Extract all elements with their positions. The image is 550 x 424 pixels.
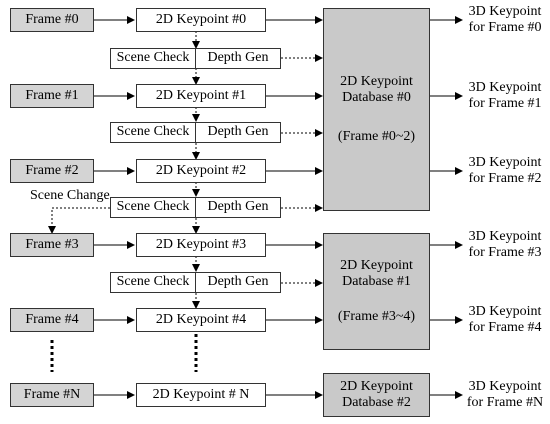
keypoint-box-n: 2D Keypoint # N: [136, 383, 266, 407]
depth-gen-box-3: Depth Gen: [195, 272, 281, 293]
scene-change-label: Scene Change: [30, 188, 110, 203]
output-line1: 3D Keypoint: [468, 304, 542, 319]
depth-gen-box-2: Depth Gen: [195, 197, 281, 218]
keypoint-label: 2D Keypoint #0: [155, 11, 247, 27]
output-line2: for Frame #2: [468, 171, 542, 187]
scene-check-label: Scene Check: [116, 199, 190, 215]
keypoint-box-1: 2D Keypoint #1: [136, 84, 266, 108]
output-label-0: 3D Keypoint for Frame #0: [462, 4, 548, 36]
scene-check-label: Scene Check: [116, 124, 190, 140]
scene-check-label: Scene Check: [116, 274, 190, 290]
output-label-4: 3D Keypoint for Frame #4: [462, 304, 548, 336]
database-title-line1: 2D Keypoint: [340, 74, 413, 90]
output-line2: for Frame #4: [468, 320, 542, 336]
depth-gen-label: Depth Gen: [207, 50, 269, 66]
depth-gen-label: Depth Gen: [207, 124, 269, 140]
frame-label: Frame #2: [25, 162, 79, 178]
output-line1: 3D Keypoint: [468, 155, 542, 170]
keypoint-label: 2D Keypoint #1: [155, 87, 247, 103]
frame-box-3: Frame #3: [10, 233, 94, 257]
database-title-line2: Database #1: [342, 274, 411, 290]
database-title-line1: 2D Keypoint: [340, 378, 413, 394]
output-line1: 3D Keypoint: [468, 229, 542, 244]
keypoint-label: 2D Keypoint #4: [155, 311, 247, 327]
database-box-1: 2D Keypoint Database #1 (Frame #3~4): [323, 233, 430, 350]
keypoint-box-2: 2D Keypoint #2: [136, 159, 266, 183]
frame-box-0: Frame #0: [10, 8, 94, 32]
keypoint-box-3: 2D Keypoint #3: [136, 233, 266, 257]
database-box-2: 2D Keypoint Database #2: [323, 373, 430, 417]
frame-box-4: Frame #4: [10, 308, 94, 332]
output-label-1: 3D Keypoint for Frame #1: [462, 80, 548, 112]
output-line2: for Frame #1: [468, 96, 542, 112]
database-box-0: 2D Keypoint Database #0 (Frame #0~2): [323, 8, 430, 211]
database-range: (Frame #0~2): [337, 128, 416, 144]
depth-gen-label: Depth Gen: [207, 199, 269, 215]
database-title-line1: 2D Keypoint: [340, 258, 413, 274]
scene-change-path: [48, 207, 110, 234]
output-line2: for Frame #0: [468, 20, 542, 36]
scene-check-box-2: Scene Check: [110, 197, 196, 218]
keypoint-box-4: 2D Keypoint #4: [136, 308, 266, 332]
output-line2: for Frame #N: [466, 395, 544, 411]
scene-check-box-1: Scene Check: [110, 122, 196, 143]
frame-label: Frame #0: [25, 11, 79, 27]
database-title-line2: Database #0: [342, 90, 411, 106]
frame-box-2: Frame #2: [10, 159, 94, 183]
keypoint-label: 2D Keypoint # N: [152, 386, 250, 402]
scene-check-box-0: Scene Check: [110, 48, 196, 69]
scene-check-label: Scene Check: [116, 50, 190, 66]
frame-label: Frame #4: [25, 311, 79, 327]
keypoint-box-0: 2D Keypoint #0: [136, 8, 266, 32]
depth-gen-box-1: Depth Gen: [195, 122, 281, 143]
output-line1: 3D Keypoint: [468, 80, 542, 95]
output-label-3: 3D Keypoint for Frame #3: [462, 229, 548, 261]
output-line1: 3D Keypoint: [468, 379, 542, 394]
keypoint-label: 2D Keypoint #2: [155, 162, 247, 178]
frame-label: Frame #3: [25, 236, 79, 252]
output-line1: 3D Keypoint: [468, 4, 542, 19]
frame-box-n: Frame #N: [10, 383, 94, 407]
keypoint-label: 2D Keypoint #3: [155, 236, 247, 252]
database-range: (Frame #3~4): [337, 308, 416, 324]
output-line2: for Frame #3: [468, 245, 542, 261]
depth-gen-box-0: Depth Gen: [195, 48, 281, 69]
frame-box-1: Frame #1: [10, 84, 94, 108]
frame-label: Frame #1: [25, 87, 79, 103]
depth-gen-label: Depth Gen: [207, 274, 269, 290]
scene-check-box-3: Scene Check: [110, 272, 196, 293]
frame-label: Frame #N: [23, 386, 81, 402]
output-label-2: 3D Keypoint for Frame #2: [462, 155, 548, 187]
database-title-line2: Database #2: [342, 395, 411, 410]
output-label-n: 3D Keypoint for Frame #N: [462, 379, 548, 411]
